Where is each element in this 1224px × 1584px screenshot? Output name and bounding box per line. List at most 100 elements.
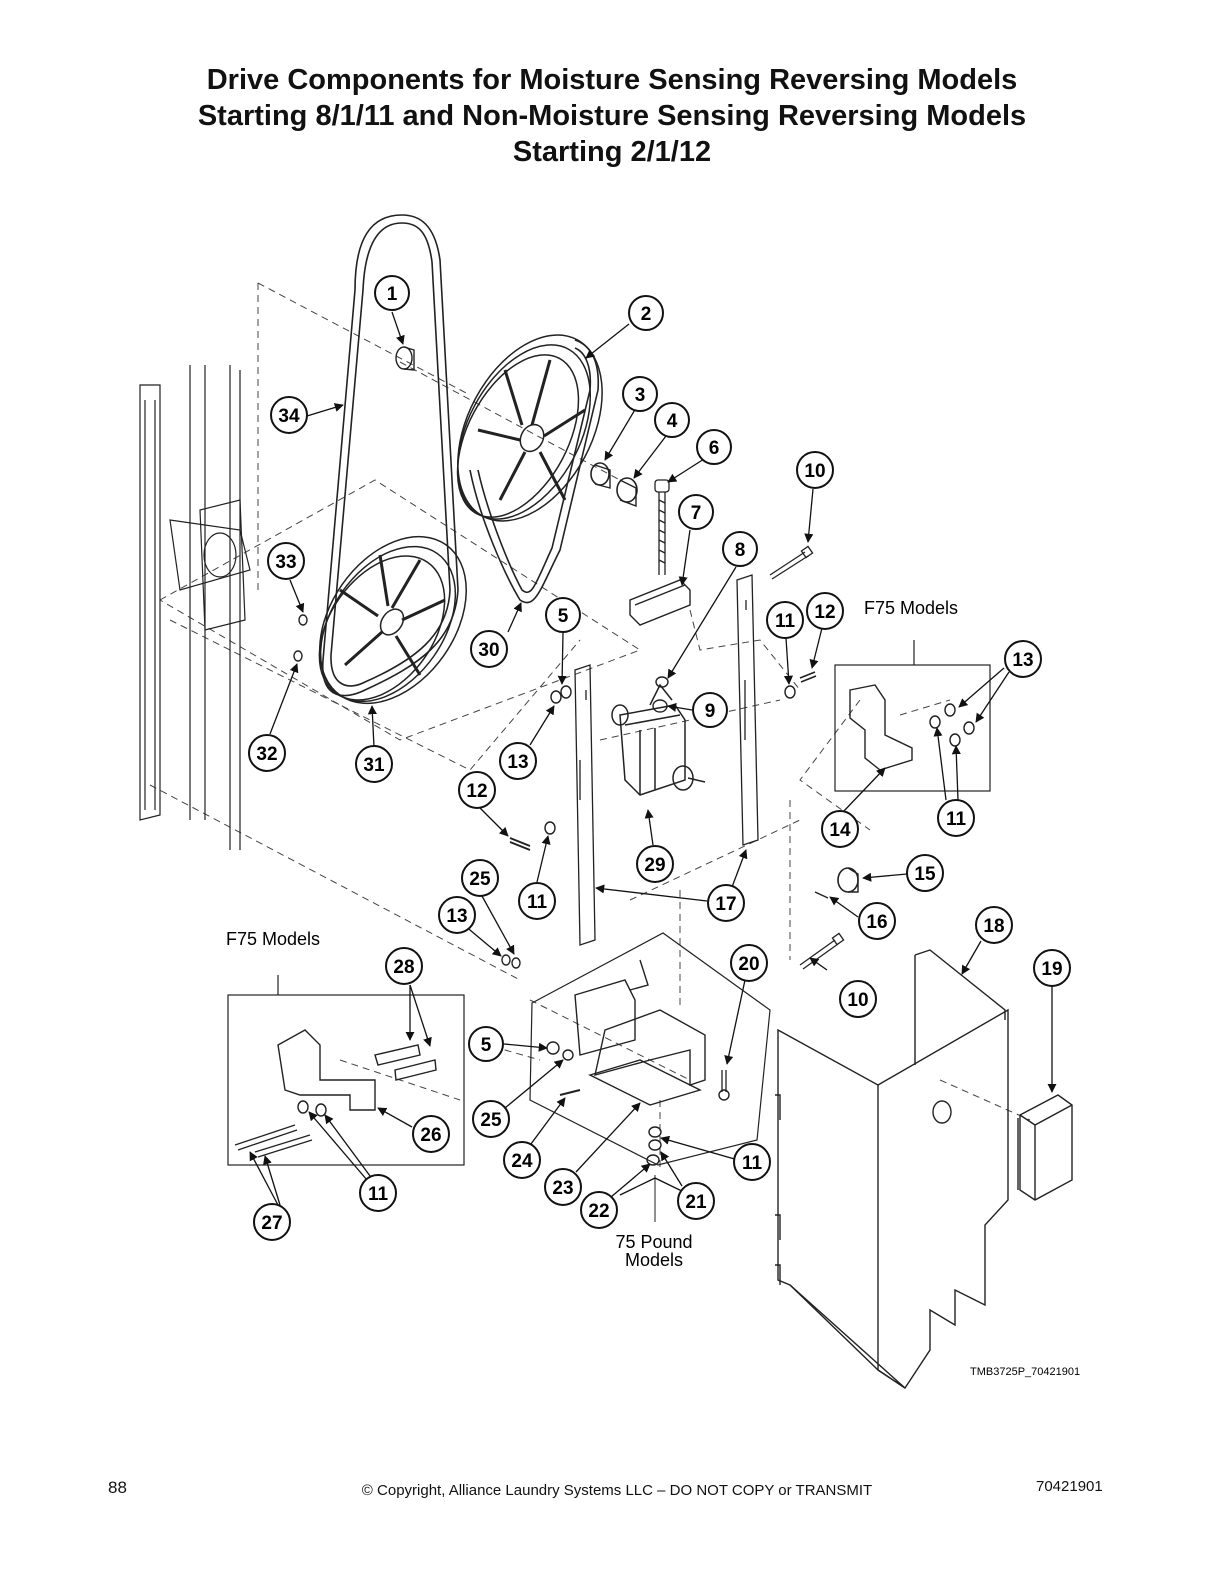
- leader-lines: [249, 311, 1057, 1206]
- svg-text:13: 13: [446, 906, 467, 927]
- svg-text:10: 10: [804, 461, 825, 482]
- callout-3: 3: [622, 376, 658, 412]
- tension-bracket: [629, 579, 691, 626]
- hex-nut: [652, 699, 668, 713]
- frame-rails: [139, 365, 251, 850]
- callout-13-middle: 13: [499, 742, 537, 780]
- drive-cover: [775, 949, 1009, 1389]
- svg-text:11: 11: [775, 611, 796, 632]
- document-number: 70421901: [1036, 1478, 1103, 1495]
- title-line-2: Starting 8/1/11 and Non-Moisture Sensing…: [197, 100, 1027, 132]
- svg-text:11: 11: [946, 809, 967, 830]
- svg-text:4: 4: [667, 411, 678, 432]
- callout-21: 21: [677, 1182, 715, 1220]
- svg-text:11: 11: [368, 1184, 389, 1205]
- svg-text:25: 25: [469, 869, 491, 890]
- drive-belt: [322, 214, 459, 697]
- svg-text:20: 20: [738, 954, 759, 975]
- svg-text:29: 29: [644, 855, 665, 876]
- svg-text:12: 12: [814, 602, 835, 623]
- long-bolt: [654, 479, 670, 575]
- svg-text:8: 8: [735, 540, 746, 561]
- callout-17: 17: [707, 884, 745, 922]
- callout-20: 20: [730, 944, 768, 982]
- page-title: Drive Components for Moisture Sensing Re…: [0, 62, 1224, 170]
- svg-text:25: 25: [480, 1110, 502, 1131]
- callout-29: 29: [636, 845, 674, 883]
- svg-text:30: 30: [478, 640, 499, 661]
- callout-11-d: 11: [359, 1174, 397, 1212]
- slotted-bar-left: [574, 664, 596, 946]
- svg-text:14: 14: [829, 820, 851, 841]
- callout-4: 4: [654, 402, 690, 438]
- callout-18: 18: [975, 906, 1013, 944]
- callout-13-right: 13: [1004, 640, 1042, 678]
- callout-2: 2: [628, 295, 664, 331]
- f75-left-box: [227, 994, 465, 1166]
- callout-14: 14: [821, 810, 859, 848]
- callouts: 1 2 3 4 6 10 7 8 34 33 5 11 12 30 13 9 3…: [248, 275, 1071, 1241]
- svg-text:15: 15: [914, 864, 936, 885]
- svg-text:17: 17: [715, 894, 736, 915]
- pound-models-label-line1: 75 Pound: [615, 1232, 692, 1252]
- svg-text:26: 26: [420, 1125, 441, 1146]
- electrical-box: [1017, 1094, 1073, 1201]
- svg-text:10: 10: [847, 990, 868, 1011]
- svg-text:23: 23: [552, 1178, 573, 1199]
- group-labels: F75 Models F75 Models 75 Pound Models TM…: [226, 598, 1080, 1378]
- svg-text:11: 11: [527, 892, 548, 913]
- part-artwork: [139, 214, 1073, 1389]
- copyright-notice: © Copyright, Alliance Laundry Systems LL…: [361, 1482, 873, 1499]
- title-line-1: Drive Components for Moisture Sensing Re…: [206, 64, 1018, 96]
- bolt-lower: [799, 932, 845, 970]
- callout-25-lower: 25: [472, 1100, 510, 1138]
- mount-plate: [574, 979, 636, 1056]
- svg-text:33: 33: [275, 552, 296, 573]
- title-line-3: Starting 2/1/12: [512, 136, 712, 168]
- callout-5-upper: 5: [545, 597, 581, 633]
- slotted-bar-right: [736, 574, 759, 846]
- callout-6: 6: [696, 429, 732, 465]
- callout-15: 15: [906, 854, 944, 892]
- f75-left-bracket: [277, 1029, 376, 1111]
- callout-11-a: 11: [766, 601, 804, 639]
- callout-27: 27: [253, 1203, 291, 1241]
- callout-28: 28: [385, 947, 423, 985]
- bushing-side: [594, 464, 611, 489]
- svg-text:12: 12: [466, 781, 487, 802]
- callout-19: 19: [1033, 949, 1071, 987]
- bolt-upper: [769, 545, 814, 580]
- f75-bracket: [849, 684, 913, 771]
- svg-text:31: 31: [363, 755, 385, 776]
- callout-1: 1: [374, 275, 410, 311]
- figure-code: TMB3725P_70421901: [970, 1366, 1080, 1378]
- svg-text:34: 34: [278, 406, 300, 427]
- callout-12-lower: 12: [458, 771, 496, 809]
- callout-16: 16: [858, 902, 896, 940]
- callout-12-upper: 12: [806, 592, 844, 630]
- svg-text:18: 18: [983, 916, 1004, 937]
- callout-31: 31: [355, 745, 393, 783]
- svg-text:11: 11: [742, 1153, 763, 1174]
- callout-11-e: 11: [733, 1143, 771, 1181]
- callout-26: 26: [412, 1115, 450, 1153]
- svg-text:21: 21: [685, 1192, 707, 1213]
- spacer: [395, 346, 415, 371]
- svg-text:28: 28: [393, 957, 414, 978]
- callout-30: 30: [470, 630, 508, 668]
- svg-text:6: 6: [709, 438, 720, 459]
- callout-11-c: 11: [518, 882, 556, 920]
- svg-text:32: 32: [256, 744, 277, 765]
- motor-mount: [594, 1009, 706, 1086]
- callout-34: 34: [270, 396, 308, 434]
- callout-22: 22: [580, 1191, 618, 1229]
- pound-models-label-line2: Models: [625, 1250, 683, 1270]
- callout-11-b: 11: [937, 799, 975, 837]
- svg-text:22: 22: [588, 1201, 609, 1222]
- callout-24: 24: [503, 1141, 541, 1179]
- callout-32: 32: [248, 734, 286, 772]
- motor-pulley: [318, 535, 467, 705]
- svg-text:5: 5: [481, 1035, 492, 1056]
- lock-nut: [655, 676, 669, 688]
